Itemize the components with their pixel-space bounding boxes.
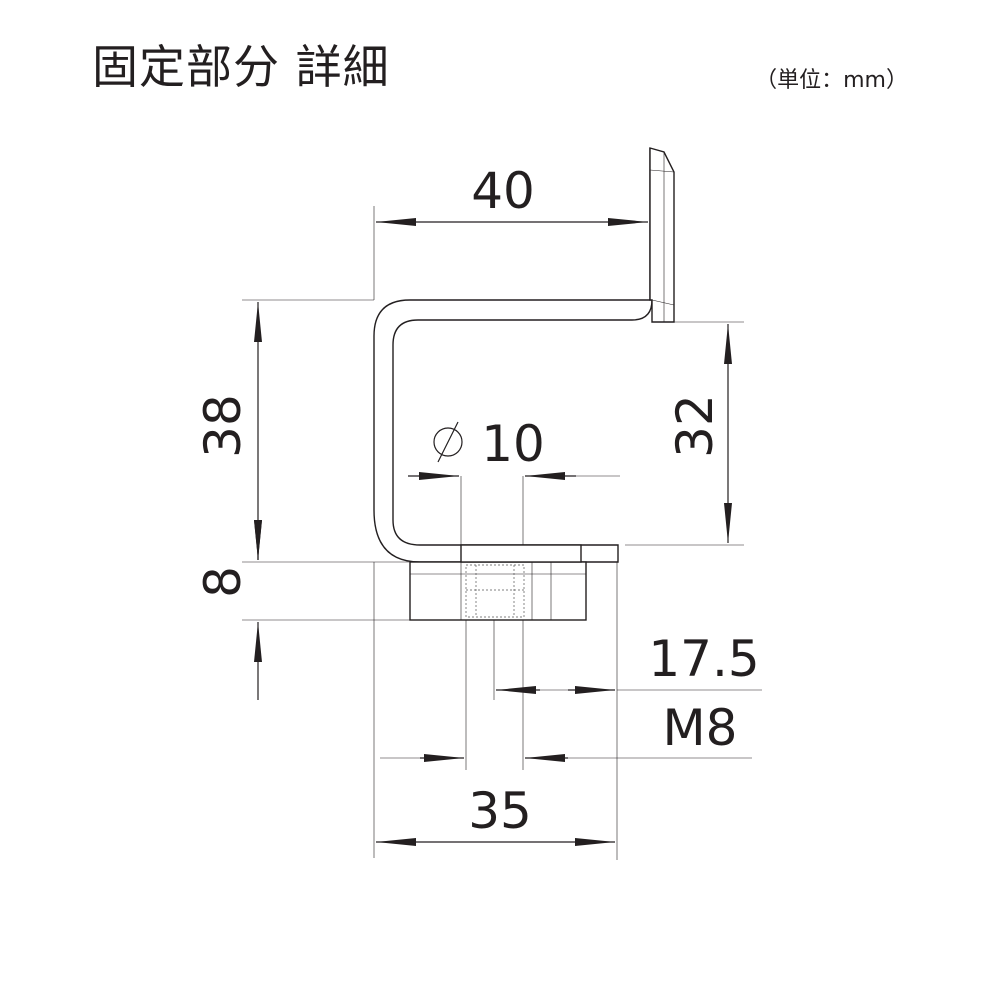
dimension-hole-10: 10 [408, 415, 620, 545]
dimension-35: 35 [373, 562, 615, 858]
dimension-label-38: 38 [194, 394, 252, 458]
unit-note: （単位：mm） [755, 68, 908, 93]
dimension-38: 38 [194, 299, 410, 563]
page-title: 固定部分 詳細 [92, 40, 390, 94]
dimension-label-35: 35 [468, 782, 532, 840]
dimension-label-m8: M8 [663, 699, 738, 757]
hex-nut [409, 544, 587, 621]
dimension-label-10: 10 [481, 415, 545, 473]
bracket-body [373, 147, 675, 563]
dimension-label-17-5: 17.5 [648, 630, 759, 688]
dimension-32: 32 [625, 321, 744, 546]
dimension-17-5: 17.5 [493, 562, 762, 860]
dimension-label-32: 32 [666, 394, 724, 458]
dimension-8: 8 [194, 520, 410, 700]
dimension-m8: M8 [380, 620, 752, 770]
diameter-icon [433, 427, 463, 457]
dimension-40: 40 [373, 162, 648, 300]
dimension-label-8: 8 [194, 566, 252, 598]
dimension-label-40: 40 [471, 162, 535, 220]
